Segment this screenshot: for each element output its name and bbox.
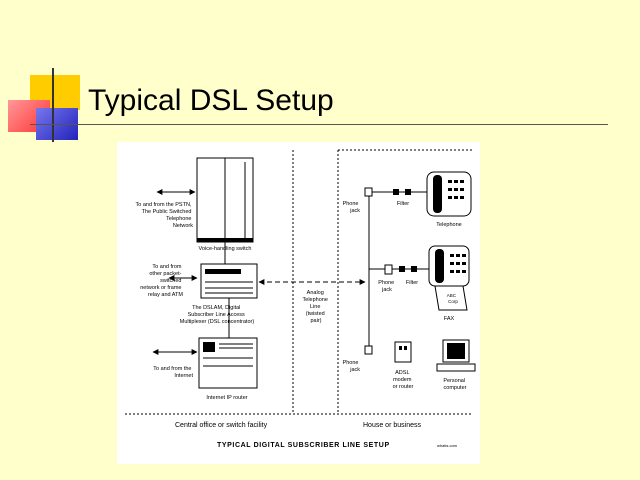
dslam-rack (200, 263, 258, 299)
phone-jack-1-label: Phone jack (343, 201, 361, 214)
pstn-label: To and from the PSTN, The Public Switche… (136, 202, 194, 229)
telephone-icon (426, 171, 472, 217)
corner-vertical-line (52, 68, 54, 142)
telephone-label: Telephone (436, 222, 461, 228)
router-unit (198, 337, 258, 389)
fax-icon (428, 245, 470, 311)
internet-label: To and from the Internet (153, 366, 193, 379)
filter-1-block-b (405, 189, 411, 195)
central-office-label: Central office or switch facility (175, 422, 268, 429)
filter-2-label: Filter (406, 280, 418, 286)
personal-computer-label: Personal computer (443, 378, 466, 391)
diagram-credit: whatis.com (437, 443, 458, 448)
phone-jack-1 (364, 187, 373, 197)
filter-1-label: Filter (397, 201, 409, 207)
adsl-modem-label: ADSL modem or router (393, 370, 414, 390)
title-underline (30, 124, 608, 125)
phone-jack-3-label: Phone jack (343, 360, 361, 373)
phone-jack-3 (364, 345, 373, 355)
filter-2-block-b (411, 266, 417, 272)
phone-jack-2 (384, 264, 393, 275)
filter-2-block-a (399, 266, 405, 272)
personal-computer-icon (436, 339, 476, 372)
dsl-diagram: To and from the PSTN, The Public Switche… (117, 142, 480, 464)
diagram-caption: TYPICAL DIGITAL SUBSCRIBER LINE SETUP (217, 442, 390, 449)
adsl-modem-icon (394, 341, 412, 363)
fax-label: FAX (444, 316, 455, 322)
phone-jack-2-label: Phone jack (378, 280, 395, 293)
filter-1-block-a (393, 189, 399, 195)
house-business-label: House or business (363, 422, 421, 429)
voice-switch-cabinet (196, 157, 254, 243)
router-label: Internet IP router (206, 395, 247, 401)
dslam-label: The DSLAM, Digital Subscriber Line Acces… (180, 305, 255, 325)
fax-sheet-text: ABC Corp (447, 293, 459, 304)
packet-label: To and from other packet- switched netwo… (140, 264, 183, 298)
analog-line-label: Analog Telephone Line (twisted pair) (303, 290, 330, 324)
slide-title: Typical DSL Setup (88, 84, 334, 117)
